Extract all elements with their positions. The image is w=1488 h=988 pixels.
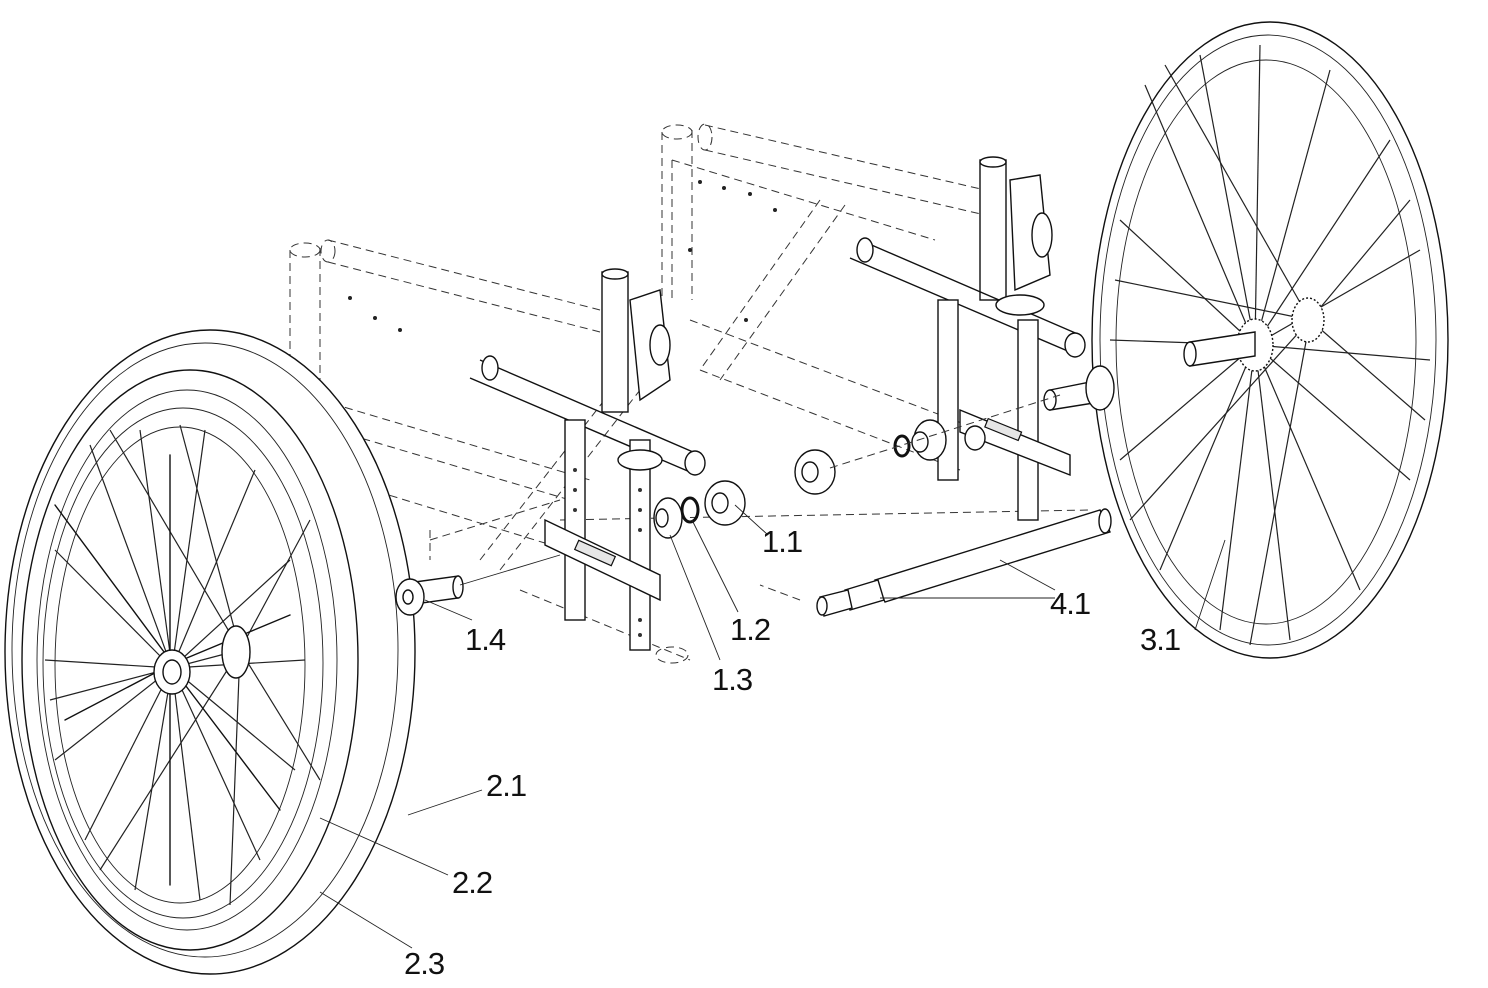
leader-2-2	[319, 817, 449, 876]
right-axle-parts	[794, 365, 1115, 495]
callout-2-2: 2.2	[452, 865, 492, 900]
left-axle-plate-assembly	[469, 268, 706, 651]
callout-1-3: 1.3	[712, 662, 752, 697]
callout-4-1: 4.1	[1050, 586, 1090, 621]
right-axle-plate-assembly	[849, 156, 1086, 521]
leader-lines	[319, 504, 1226, 949]
callout-2-1: 2.1	[486, 768, 526, 803]
callout-labels: 1.1 1.2 1.3 1.4 2.1 2.2 2.3 3.1 4.1	[404, 524, 1181, 981]
callout-1-1: 1.1	[762, 524, 802, 559]
right-wheel-spokes	[1109, 44, 1431, 646]
axle-tube-4-1	[759, 508, 1112, 617]
callout-3-1: 3.1	[1140, 622, 1180, 657]
leader-2-3	[319, 891, 413, 949]
right-wheel	[1091, 21, 1449, 659]
leader-1-3	[669, 534, 721, 661]
leader-1-2	[691, 519, 739, 613]
leader-1-4	[424, 599, 473, 621]
hand-rim	[21, 369, 359, 951]
callout-1-4: 1.4	[465, 622, 506, 657]
left-wheel-spokes	[44, 424, 321, 906]
washer-1-2	[680, 496, 700, 524]
hand-rim-standoffs	[54, 454, 291, 886]
leader-2-1	[407, 789, 483, 816]
callout-2-3: 2.3	[404, 946, 444, 981]
left-axle-parts	[395, 480, 746, 616]
leader-1-1	[734, 504, 769, 536]
left-wheel	[4, 329, 416, 975]
leader-3-1	[1194, 539, 1226, 631]
adjustment-holes	[348, 180, 777, 332]
callout-1-2: 1.2	[730, 612, 770, 647]
leader-4-1a	[999, 559, 1056, 591]
